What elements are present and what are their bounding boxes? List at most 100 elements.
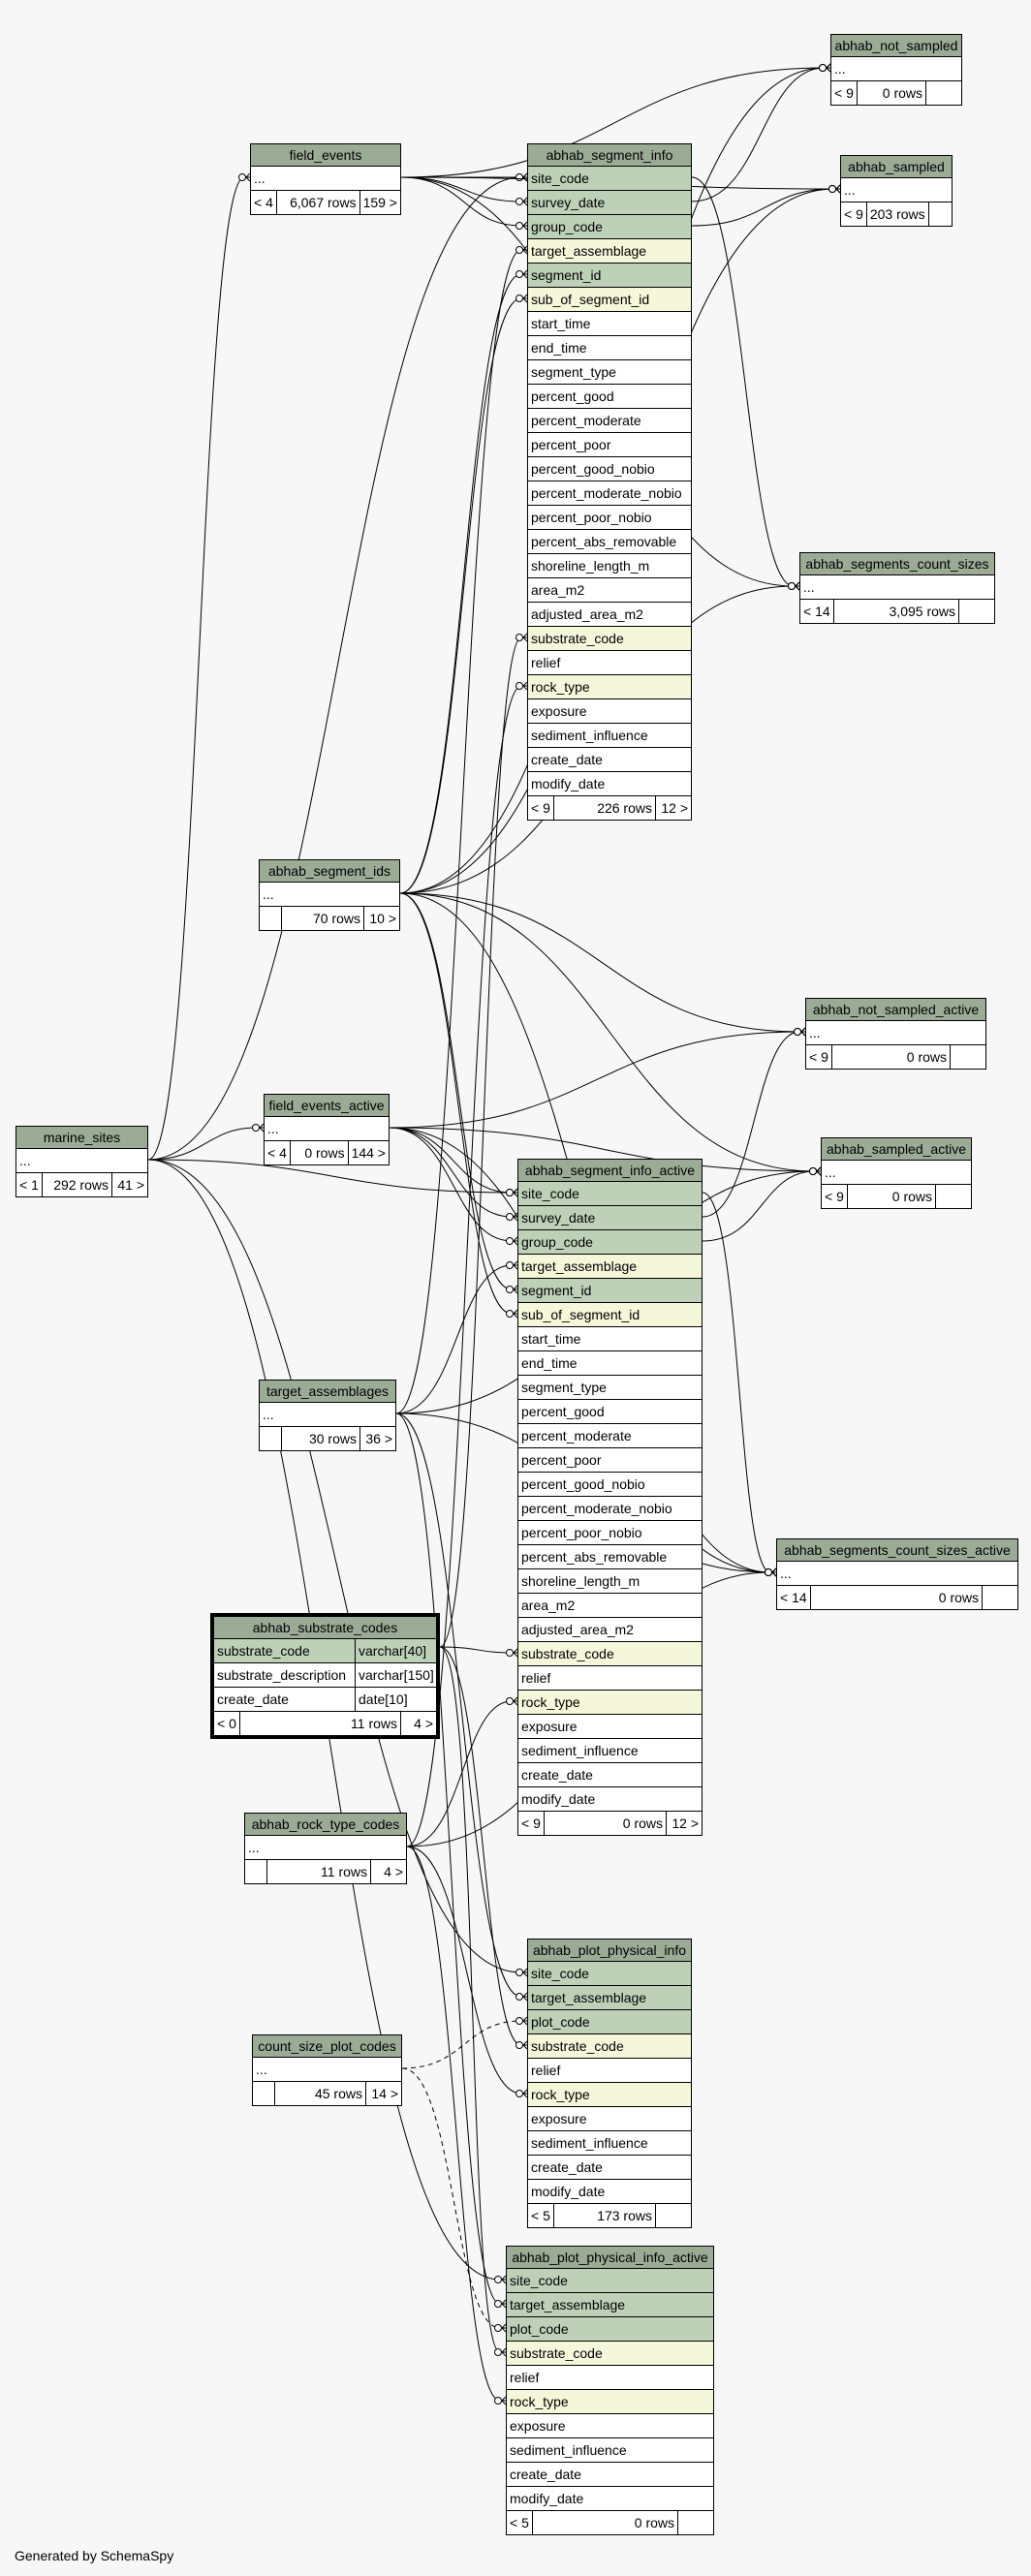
- table-title[interactable]: abhab_segment_info_active: [518, 1160, 702, 1182]
- column-site-code[interactable]: site_code: [528, 167, 691, 191]
- column-substrate-code[interactable]: substrate_code: [507, 2342, 713, 2366]
- column-modify-date[interactable]: modify_date: [528, 772, 691, 796]
- column-exposure[interactable]: exposure: [507, 2414, 713, 2438]
- column-segment-id[interactable]: segment_id: [528, 264, 691, 288]
- column-percent-poor-nobio[interactable]: percent_poor_nobio: [518, 1521, 702, 1545]
- column-relief[interactable]: relief: [528, 651, 691, 675]
- column-substrate-code[interactable]: substrate_code: [528, 2034, 691, 2059]
- column-percent-poor[interactable]: percent_poor: [518, 1448, 702, 1473]
- column-site-code[interactable]: site_code: [528, 1962, 691, 1986]
- column-adjusted-area-m2[interactable]: adjusted_area_m2: [528, 603, 691, 627]
- column-percent-good[interactable]: percent_good: [528, 385, 691, 409]
- column-segment-type[interactable]: segment_type: [528, 360, 691, 385]
- column-percent-moderate-nobio[interactable]: percent_moderate_nobio: [528, 481, 691, 506]
- column-exposure[interactable]: exposure: [528, 2107, 691, 2131]
- collapsed-columns[interactable]: ...: [260, 883, 399, 907]
- column-exposure[interactable]: exposure: [528, 699, 691, 724]
- table-title[interactable]: abhab_segments_count_sizes: [800, 553, 994, 575]
- column-sediment-influence[interactable]: sediment_influence: [528, 2131, 691, 2156]
- collapsed-columns[interactable]: ...: [265, 1117, 389, 1141]
- table-title[interactable]: marine_sites: [16, 1127, 147, 1149]
- column-target-assemblage[interactable]: target_assemblage: [518, 1255, 702, 1279]
- column-percent-abs-removable[interactable]: percent_abs_removable: [518, 1545, 702, 1569]
- column-sediment-influence[interactable]: sediment_influence: [507, 2438, 713, 2463]
- column-percent-good-nobio[interactable]: percent_good_nobio: [528, 457, 691, 481]
- column-sub-of-segment-id[interactable]: sub_of_segment_id: [528, 288, 691, 312]
- column-create-date[interactable]: create_date: [528, 2156, 691, 2180]
- column-create-date[interactable]: create_date: [518, 1763, 702, 1787]
- column-relief[interactable]: relief: [507, 2366, 713, 2390]
- column-sub-of-segment-id[interactable]: sub_of_segment_id: [518, 1303, 702, 1327]
- column-relief[interactable]: relief: [528, 2059, 691, 2083]
- column-end-time[interactable]: end_time: [528, 336, 691, 360]
- column-modify-date[interactable]: modify_date: [518, 1787, 702, 1812]
- table-title[interactable]: abhab_not_sampled: [831, 35, 961, 57]
- table-title[interactable]: abhab_segment_ids: [260, 860, 399, 883]
- column-plot-code[interactable]: plot_code: [528, 2010, 691, 2034]
- collapsed-columns[interactable]: ...: [841, 178, 952, 202]
- column-area-m2[interactable]: area_m2: [518, 1594, 702, 1618]
- column-target-assemblage[interactable]: target_assemblage: [507, 2293, 713, 2317]
- collapsed-columns[interactable]: ...: [831, 57, 961, 81]
- column-rock-type[interactable]: rock_type: [507, 2390, 713, 2414]
- column-substrate-code[interactable]: substrate_code: [528, 627, 691, 651]
- column-sediment-influence[interactable]: sediment_influence: [528, 724, 691, 748]
- column-percent-moderate[interactable]: percent_moderate: [528, 409, 691, 433]
- table-title[interactable]: abhab_segment_info: [528, 144, 691, 167]
- collapsed-columns[interactable]: ...: [260, 1403, 395, 1427]
- column-group-code[interactable]: group_code: [518, 1230, 702, 1255]
- column-percent-good-nobio[interactable]: percent_good_nobio: [518, 1473, 702, 1497]
- table-title[interactable]: field_events_active: [265, 1095, 389, 1117]
- column-segment-type[interactable]: segment_type: [518, 1376, 702, 1400]
- table-title[interactable]: abhab_sampled_active: [822, 1138, 971, 1161]
- collapsed-columns[interactable]: ...: [251, 167, 400, 191]
- column-percent-poor-nobio[interactable]: percent_poor_nobio: [528, 506, 691, 530]
- column-sediment-influence[interactable]: sediment_influence: [518, 1739, 702, 1763]
- column-percent-poor[interactable]: percent_poor: [528, 433, 691, 457]
- table-title[interactable]: abhab_rock_type_codes: [245, 1814, 406, 1836]
- column-modify-date[interactable]: modify_date: [507, 2487, 713, 2511]
- column-create-date[interactable]: create_date: [507, 2463, 713, 2487]
- collapsed-columns[interactable]: ...: [822, 1161, 971, 1185]
- table-title[interactable]: abhab_plot_physical_info: [528, 1940, 691, 1962]
- column-adjusted-area-m2[interactable]: adjusted_area_m2: [518, 1618, 702, 1642]
- column-site-code[interactable]: site_code: [507, 2269, 713, 2293]
- table-abhab-segments-count-sizes-active[interactable]: abhab_segments_count_sizes_active...< 14…: [776, 1538, 1018, 1610]
- column-shoreline-length-m[interactable]: shoreline_length_m: [518, 1569, 702, 1594]
- table-title[interactable]: field_events: [251, 144, 400, 167]
- collapsed-columns[interactable]: ...: [806, 1021, 985, 1045]
- column-area-m2[interactable]: area_m2: [528, 578, 691, 603]
- column-survey-date[interactable]: survey_date: [528, 191, 691, 215]
- table-title[interactable]: abhab_plot_physical_info_active: [507, 2247, 713, 2269]
- table-title[interactable]: abhab_segments_count_sizes_active: [777, 1539, 1017, 1562]
- column-percent-abs-removable[interactable]: percent_abs_removable: [528, 530, 691, 554]
- column-group-code[interactable]: group_code: [528, 215, 691, 239]
- collapsed-columns[interactable]: ...: [253, 2058, 401, 2082]
- table-title[interactable]: target_assemblages: [260, 1381, 395, 1403]
- table-title[interactable]: abhab_not_sampled_active: [806, 999, 985, 1021]
- column-segment-id[interactable]: segment_id: [518, 1279, 702, 1303]
- column-rock-type[interactable]: rock_type: [518, 1691, 702, 1715]
- collapsed-columns[interactable]: ...: [777, 1562, 1017, 1586]
- column-target-assemblage[interactable]: target_assemblage: [528, 1986, 691, 2010]
- table-title[interactable]: abhab_sampled: [841, 156, 952, 178]
- column-percent-moderate-nobio[interactable]: percent_moderate_nobio: [518, 1497, 702, 1521]
- column-substrate-code[interactable]: substrate_code: [518, 1642, 702, 1666]
- column-rock-type[interactable]: rock_type: [528, 2083, 691, 2107]
- table-title[interactable]: count_size_plot_codes: [253, 2035, 401, 2058]
